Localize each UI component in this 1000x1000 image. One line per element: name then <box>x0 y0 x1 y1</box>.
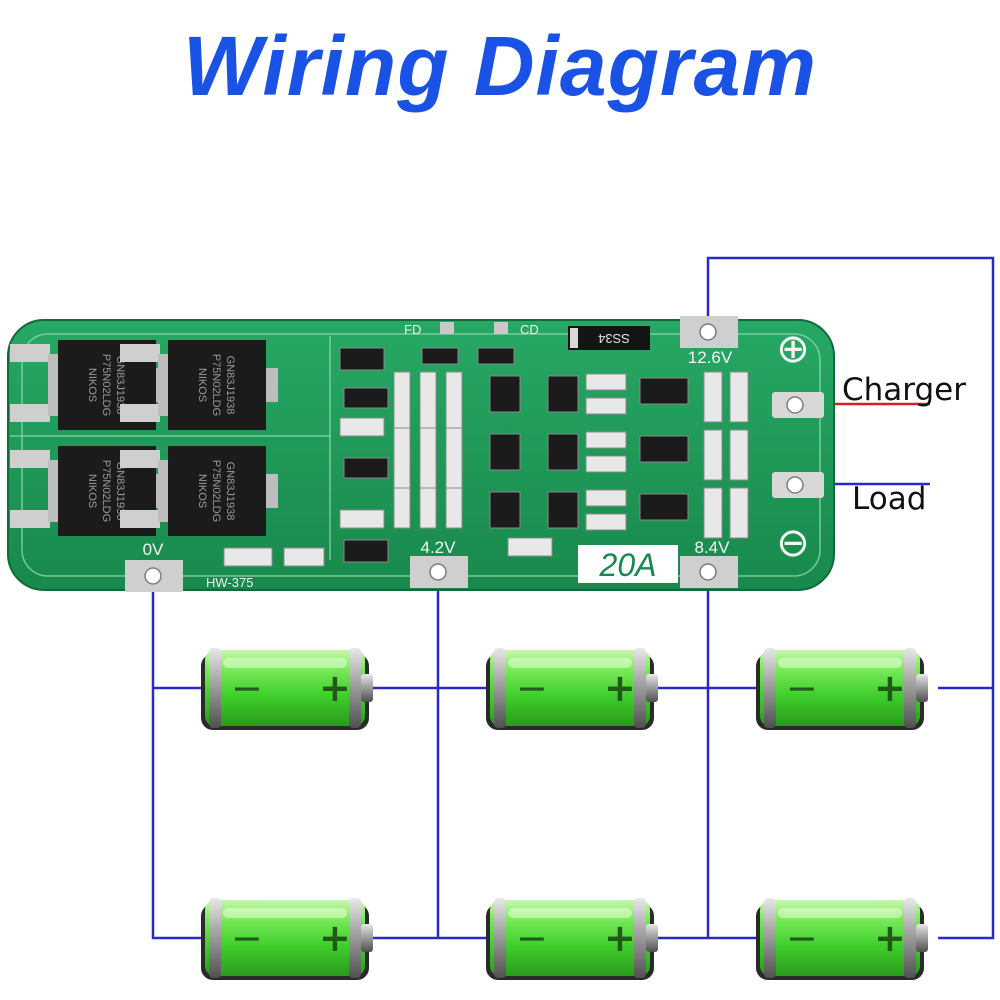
smd-component <box>585 455 627 473</box>
smd-component <box>729 487 749 539</box>
mosfet-marking: P75N02LDG <box>100 460 112 522</box>
smd-component <box>393 371 411 433</box>
diagram-title: Wiring Diagram <box>183 19 817 113</box>
battery-plus-sign: + <box>604 916 636 960</box>
mosfet-marking: NIKOS <box>196 474 208 508</box>
mosfet-marking: GN83J1938 <box>224 462 236 521</box>
battery-plus-sign: + <box>604 666 636 710</box>
plus-symbol: ⊕ <box>776 326 810 372</box>
smd-component <box>489 491 521 529</box>
smd-component <box>639 377 689 405</box>
battery-pack: −+−+−+−+−+−+ <box>201 648 928 980</box>
smd-component <box>489 433 521 471</box>
battery-cell: −+ <box>756 648 928 730</box>
wire-12v6 <box>706 256 995 940</box>
smd-component <box>445 487 463 529</box>
smd-component <box>585 489 627 507</box>
mosfet-marking: P75N02LDG <box>210 354 222 416</box>
smd-component <box>477 347 515 365</box>
mosfet-marking: P75N02LDG <box>210 460 222 522</box>
smd-component <box>339 509 385 529</box>
smd-components <box>223 347 749 567</box>
smd-component <box>393 487 411 529</box>
battery-cell: −+ <box>486 898 658 980</box>
smd-component <box>547 491 579 529</box>
smd-component <box>639 435 689 463</box>
smd-component <box>547 433 579 471</box>
terminal-label-4v2: 4.2V <box>421 538 457 557</box>
diode-label: SS34 <box>598 331 630 346</box>
cd-label: CD <box>520 322 539 337</box>
battery-cell: −+ <box>201 898 373 980</box>
smd-component <box>343 457 389 479</box>
smd-component <box>729 429 749 481</box>
smd-component <box>283 547 325 567</box>
smd-component <box>419 371 437 433</box>
smd-component <box>339 347 385 371</box>
smd-component <box>639 493 689 521</box>
battery-minus-sign: − <box>516 916 548 960</box>
board-rating: 20A <box>599 547 657 583</box>
smd-component <box>445 371 463 433</box>
battery-plus-sign: + <box>319 666 351 710</box>
wires <box>151 256 995 940</box>
terminal-label-12v6: 12.6V <box>688 348 733 367</box>
smd-component <box>419 427 437 489</box>
battery-cell: −+ <box>201 648 373 730</box>
smd-component <box>585 513 627 531</box>
smd-component <box>547 375 579 413</box>
battery-minus-sign: − <box>231 916 263 960</box>
smd-component <box>489 375 521 413</box>
wire-8v4 <box>655 572 760 940</box>
terminal-label-0v: 0V <box>143 540 164 559</box>
mosfet-marking: GN83J1938 <box>224 356 236 415</box>
minus-symbol: ⊖ <box>776 520 810 566</box>
charger-label: Charger <box>842 372 966 408</box>
smd-component <box>343 539 389 563</box>
wire-4v2 <box>365 572 490 940</box>
smd-component <box>585 431 627 449</box>
wire-0v <box>151 578 205 940</box>
fd-label: FD <box>404 322 421 337</box>
battery-minus-sign: − <box>231 666 263 710</box>
battery-minus-sign: − <box>516 666 548 710</box>
smd-component <box>339 417 385 437</box>
smd-component <box>223 547 273 567</box>
smd-component <box>445 427 463 489</box>
battery-plus-sign: + <box>319 916 351 960</box>
mosfet-marking: NIKOS <box>196 368 208 402</box>
smd-component <box>393 427 411 489</box>
board-model: HW-375 <box>206 575 253 590</box>
mosfet-marking: GN83J1938 <box>114 356 126 415</box>
mosfet-marking: GN83J1938 <box>114 462 126 521</box>
smd-component <box>703 371 723 423</box>
smd-component <box>419 487 437 529</box>
smd-component <box>703 487 723 539</box>
load-label: Load <box>852 481 927 517</box>
battery-minus-sign: − <box>786 916 818 960</box>
mosfet-marking: P75N02LDG <box>100 354 112 416</box>
battery-plus-sign: + <box>874 916 906 960</box>
battery-cell: −+ <box>486 648 658 730</box>
mosfet-marking: NIKOS <box>86 368 98 402</box>
terminal-label-8v4: 8.4V <box>695 538 731 557</box>
diode: SS34 <box>568 326 650 350</box>
smd-component <box>343 387 389 409</box>
smd-component <box>507 537 553 557</box>
battery-plus-sign: + <box>874 666 906 710</box>
battery-minus-sign: − <box>786 666 818 710</box>
mosfet-marking: NIKOS <box>86 474 98 508</box>
smd-component <box>585 397 627 415</box>
smd-component <box>703 429 723 481</box>
smd-component <box>421 347 459 365</box>
smd-component <box>585 373 627 391</box>
smd-component <box>729 371 749 423</box>
battery-cell: −+ <box>756 898 928 980</box>
